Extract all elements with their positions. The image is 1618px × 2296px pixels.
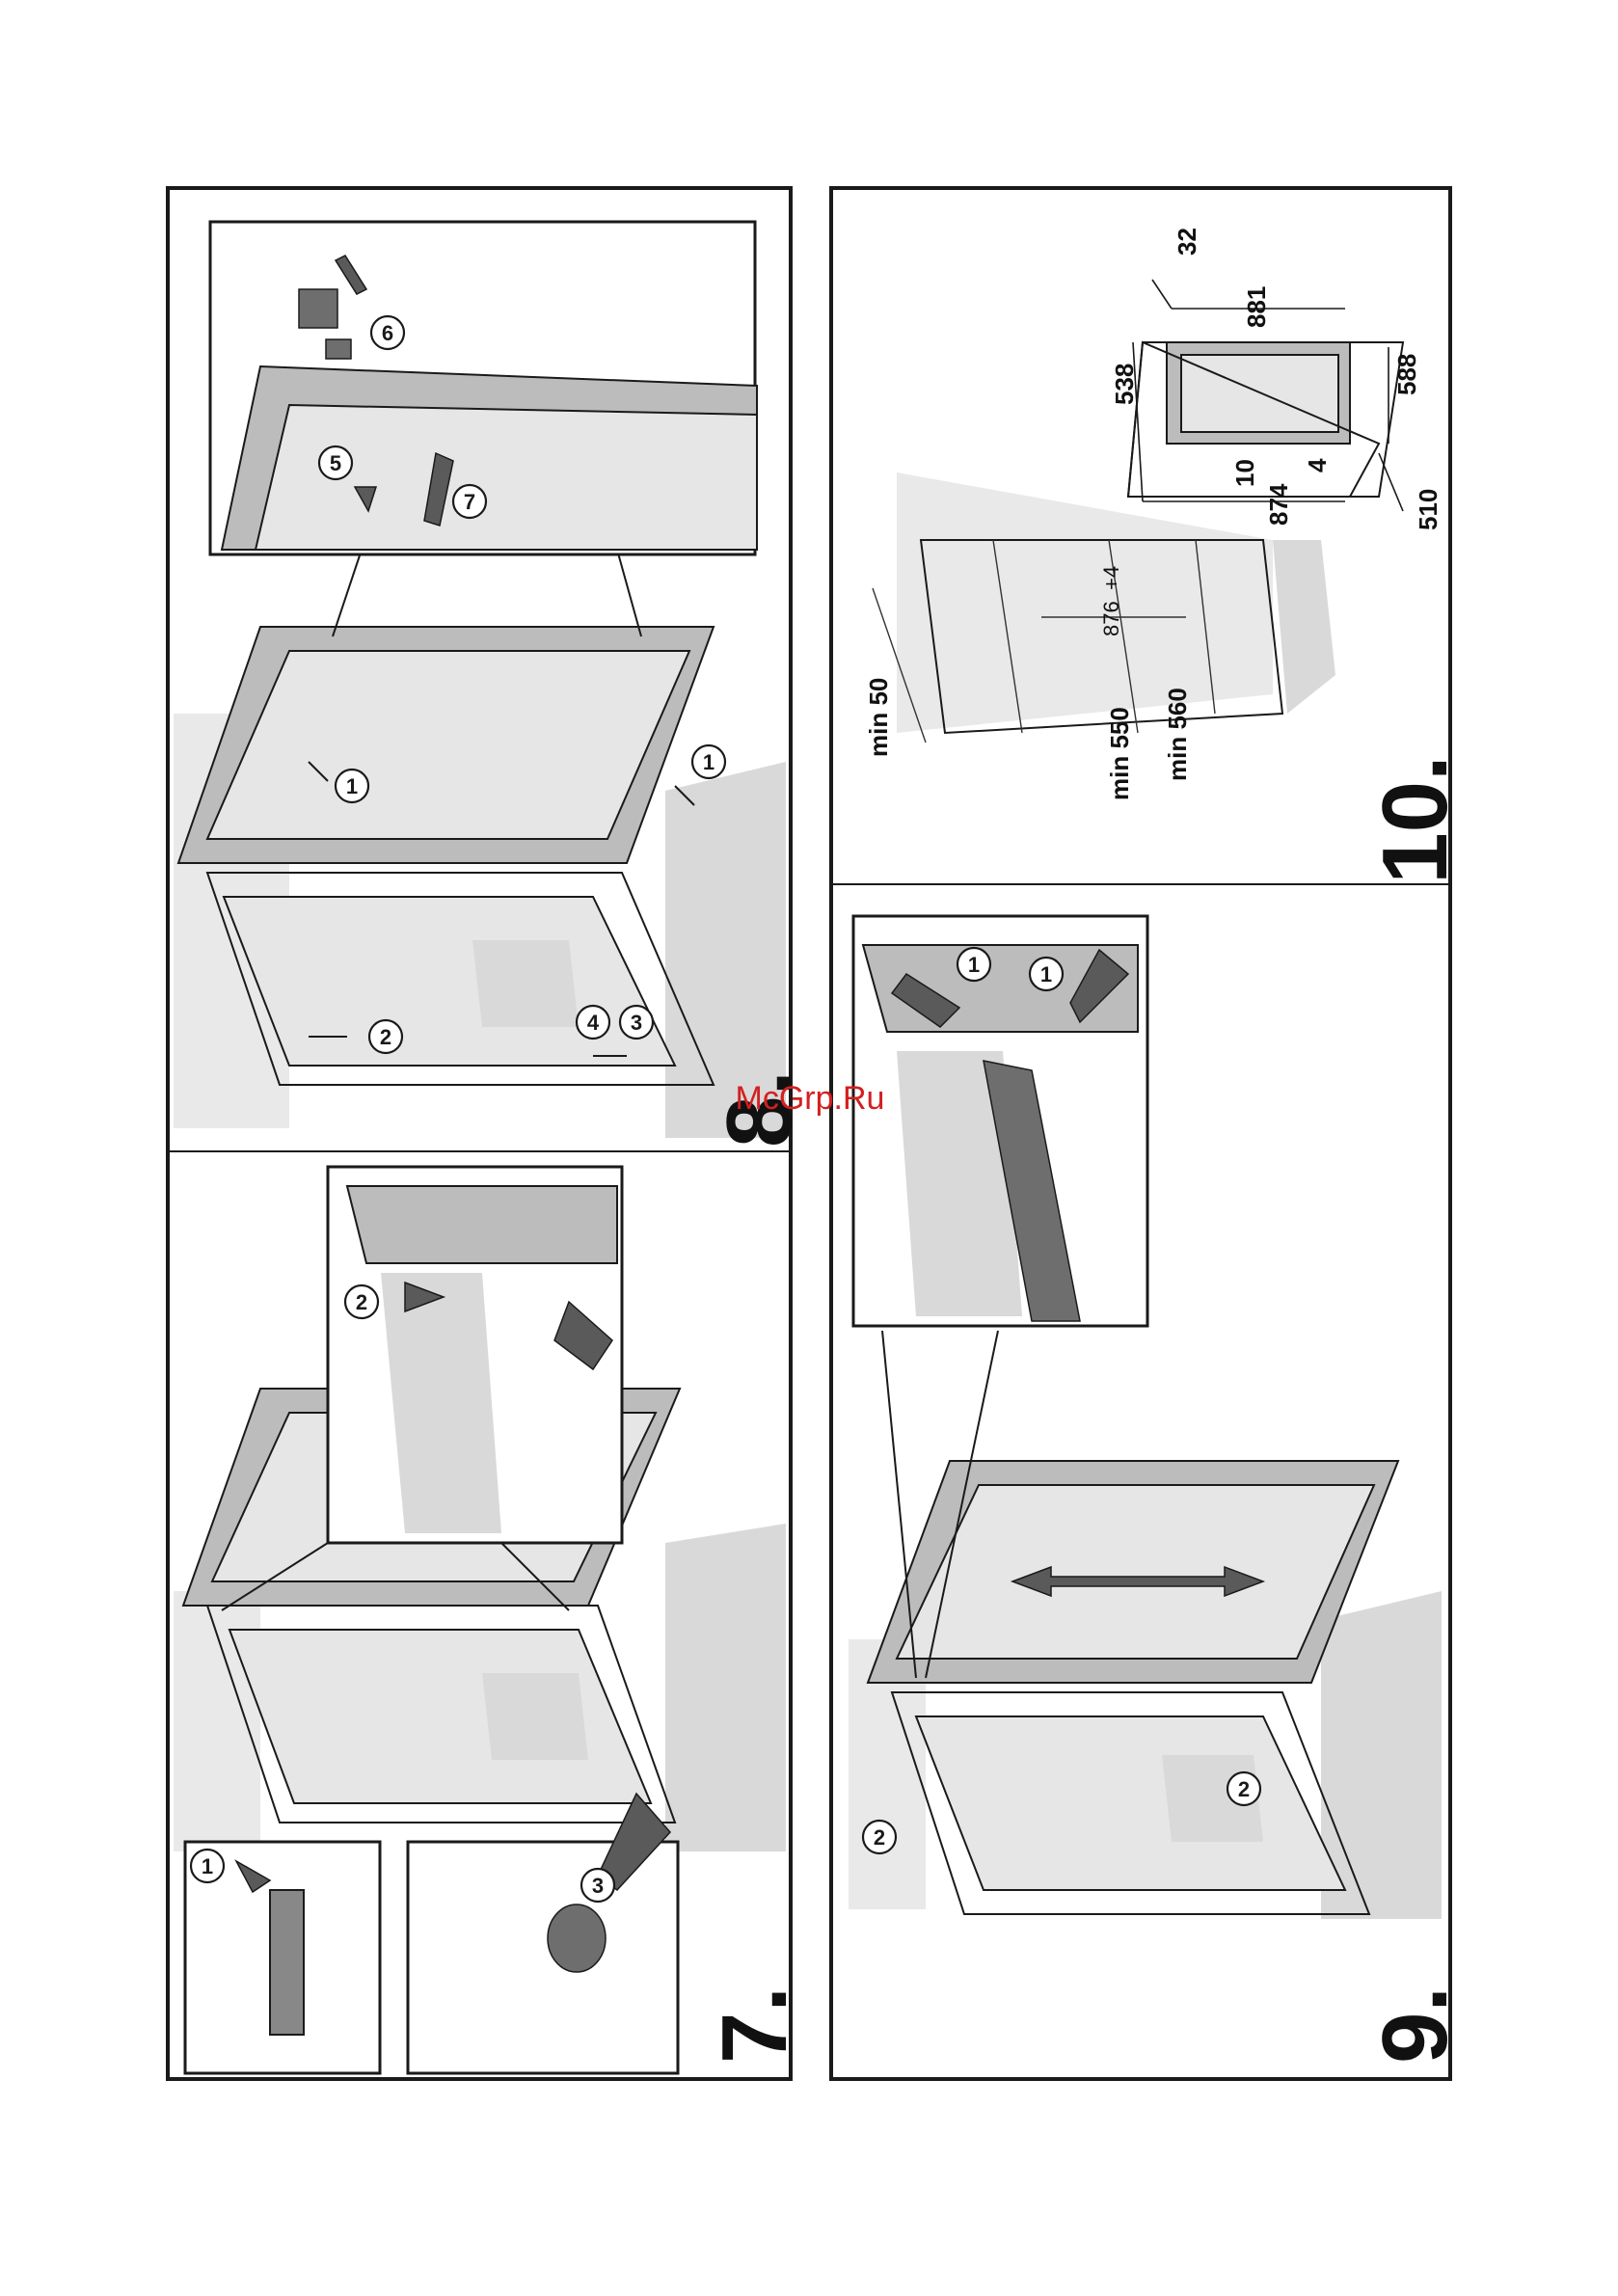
zoom-line: [617, 550, 641, 636]
svg-text:2: 2: [874, 1825, 885, 1850]
inner-drawer: [482, 1673, 588, 1760]
step-number-7: 7.: [703, 1986, 806, 2064]
bracket-icon: [548, 1904, 606, 1972]
dim-874: 874: [1264, 483, 1293, 526]
zoom-line: [333, 550, 362, 636]
cabinet-shade-right: [665, 1524, 786, 1851]
svg-text:2: 2: [380, 1025, 391, 1049]
panel-step-9: 1 1 2 2 9.: [849, 916, 1467, 2064]
watermark-text: McGrp.Ru: [736, 1080, 885, 1117]
callout-7: 7: [453, 485, 486, 518]
svg-text:2: 2: [1238, 1777, 1250, 1801]
dim-4: 4: [1303, 458, 1332, 473]
inner-drawer: [472, 940, 579, 1027]
inset-hinge-frame: [347, 1186, 617, 1263]
dim-line-32: [1152, 280, 1172, 309]
niche-back: [897, 473, 1273, 733]
hinge-cover-icon: [299, 289, 337, 328]
dim-588: 588: [1392, 354, 1421, 395]
callout-2: 2: [345, 1285, 378, 1318]
panel-step-10: min 50 min 550 min 560 876 +4 32 881 538…: [864, 228, 1467, 884]
door-glass: [207, 651, 689, 839]
callout-1: 1: [1030, 958, 1063, 990]
svg-text:1: 1: [346, 774, 358, 798]
svg-text:1: 1: [703, 750, 715, 774]
dim-10: 10: [1230, 459, 1259, 487]
callout-2: 2: [369, 1020, 402, 1053]
dim-32: 32: [1173, 228, 1201, 256]
dim-niche-tolerance: +4: [1099, 566, 1123, 590]
svg-text:1: 1: [202, 1854, 213, 1878]
appliance-interior: [916, 1716, 1345, 1890]
dim-min-50: min 50: [864, 678, 893, 757]
hinge-plate-icon: [326, 339, 351, 359]
detail-inset-bracket: [408, 1842, 678, 2073]
svg-text:5: 5: [330, 451, 341, 475]
panel-step-8: 1 1 2 3 4 5 6 7 8.: [174, 222, 811, 1148]
callout-1: 1: [957, 948, 990, 981]
step-number-10: 10.: [1363, 755, 1467, 883]
svg-text:4: 4: [587, 1011, 600, 1035]
callout-4: 4: [577, 1006, 609, 1039]
edge-profile: [270, 1890, 304, 2035]
step-number-9: 9.: [1363, 1986, 1467, 2064]
dim-min-560: min 560: [1163, 688, 1192, 781]
door-glass: [897, 1485, 1374, 1659]
panel-step-7: 1 2 3 7.: [174, 1167, 806, 2073]
svg-text:2: 2: [356, 1290, 367, 1314]
callout-6: 6: [371, 316, 404, 349]
callout-1: 1: [692, 745, 725, 778]
appliance-interior: [224, 897, 675, 1066]
svg-text:3: 3: [631, 1011, 642, 1035]
niche-side: [1273, 540, 1335, 714]
svg-text:1: 1: [1040, 962, 1052, 986]
svg-text:7: 7: [464, 490, 475, 514]
dim-min-550: min 550: [1105, 707, 1134, 800]
callout-1: 1: [336, 770, 368, 802]
svg-text:1: 1: [968, 953, 980, 977]
callout-3: 3: [620, 1006, 653, 1039]
callout-2: 2: [1227, 1772, 1260, 1805]
dim-538: 538: [1110, 364, 1139, 405]
dim-line-510: [1379, 453, 1403, 511]
svg-text:6: 6: [382, 321, 393, 345]
svg-text:3: 3: [592, 1874, 604, 1898]
callout-1: 1: [191, 1850, 224, 1882]
dim-881: 881: [1242, 286, 1271, 328]
appliance-interior: [229, 1630, 651, 1803]
callout-5: 5: [319, 446, 352, 479]
callout-3: 3: [581, 1869, 614, 1902]
cabinet-shade-right: [1321, 1591, 1442, 1919]
callout-2: 2: [863, 1821, 896, 1853]
dim-510: 510: [1414, 489, 1443, 530]
dim-niche-height: 876: [1099, 601, 1123, 636]
